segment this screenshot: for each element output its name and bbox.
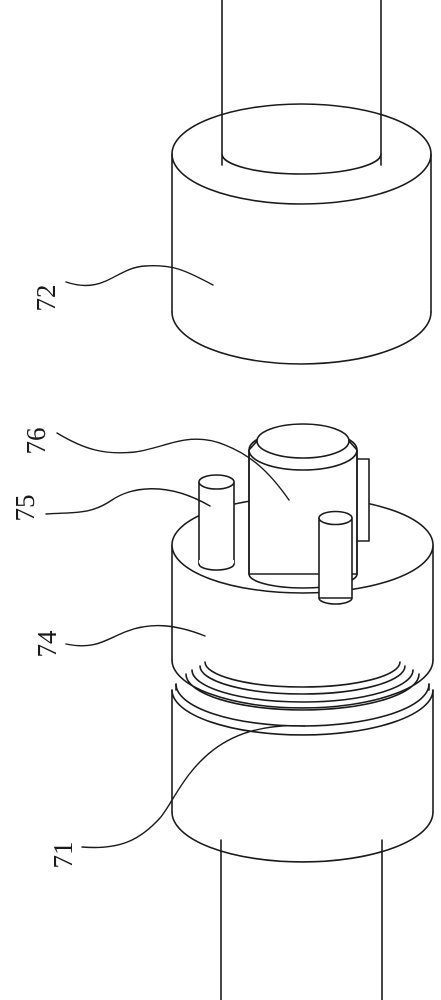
label-76: 76 — [21, 428, 51, 455]
label-72: 72 — [31, 285, 61, 312]
pin-75-left — [198, 474, 235, 571]
label-75: 75 — [10, 495, 40, 522]
leader-lines — [45, 264, 306, 849]
pin-75-right — [318, 510, 353, 605]
leader-75 — [45, 488, 211, 515]
base-ring-71 — [171, 661, 434, 863]
label-71: 71 — [48, 842, 78, 869]
cap-72 — [171, 103, 432, 365]
label-74: 74 — [32, 630, 62, 658]
leader-74 — [65, 624, 206, 647]
leader-72 — [65, 264, 214, 287]
upper-shaft — [221, 0, 382, 166]
leader-71 — [81, 725, 306, 849]
leader-76 — [56, 432, 290, 501]
lower-shaft — [220, 839, 383, 1000]
reference-labels: 72 76 75 74 71 — [10, 285, 78, 869]
